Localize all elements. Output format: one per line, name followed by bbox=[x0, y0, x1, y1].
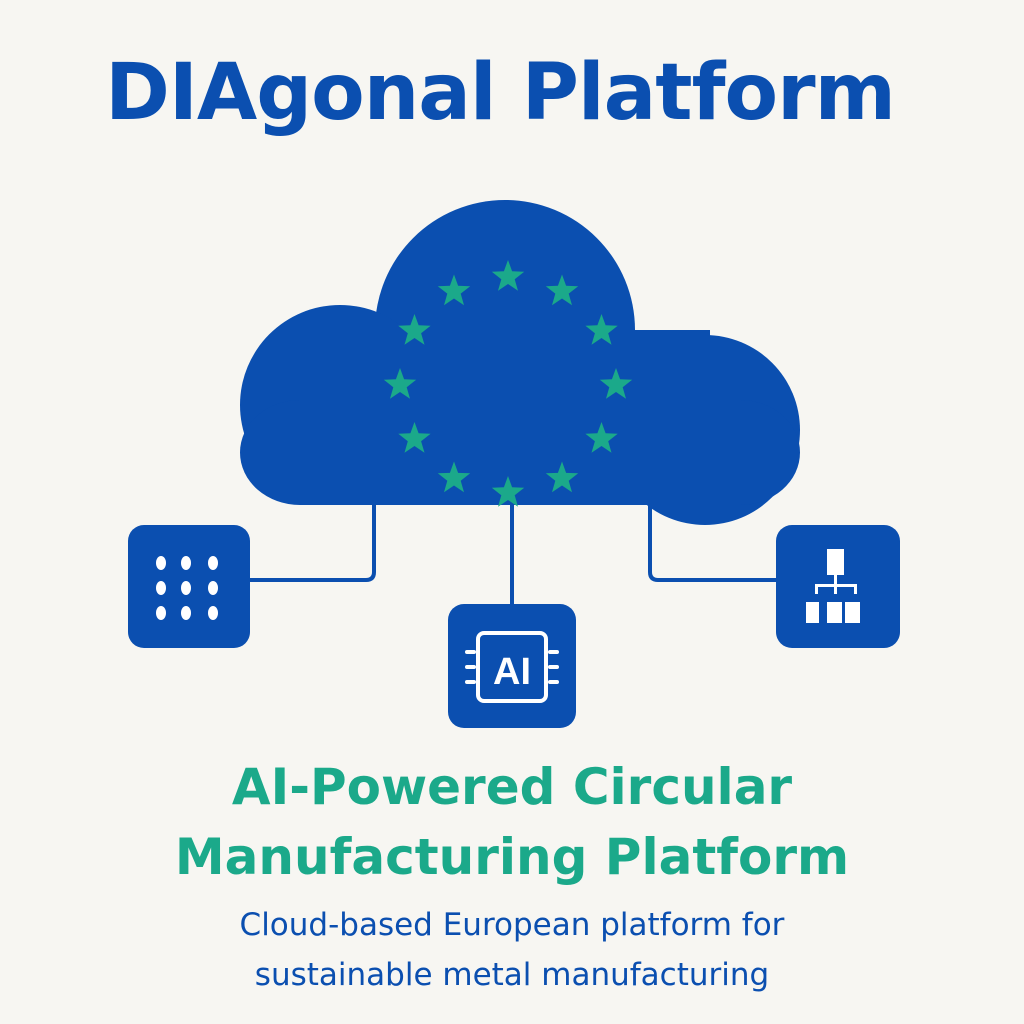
ai-chip-icon: AI bbox=[465, 631, 559, 703]
ai-chip-tile[interactable]: AI bbox=[448, 604, 576, 728]
star-icon bbox=[585, 314, 618, 345]
star-icon bbox=[491, 260, 525, 291]
star-icon bbox=[491, 476, 525, 507]
star-icon bbox=[398, 422, 431, 453]
hierarchy-tile[interactable] bbox=[776, 525, 900, 648]
connector-right bbox=[648, 500, 778, 582]
star-icon bbox=[599, 368, 633, 399]
star-icon bbox=[545, 461, 579, 493]
star-icon bbox=[437, 461, 471, 493]
star-icon bbox=[545, 274, 579, 306]
dot-grid-tile[interactable] bbox=[128, 525, 250, 648]
star-icon bbox=[383, 368, 417, 399]
cloud-icon bbox=[240, 200, 800, 525]
dot-grid-icon bbox=[156, 556, 218, 620]
subtitle: AI-Powered Circular Manufacturing Platfo… bbox=[0, 752, 1024, 892]
star-icon bbox=[398, 314, 431, 345]
description-line-1: Cloud-based European platform for bbox=[239, 907, 785, 943]
hierarchy-icon bbox=[806, 549, 860, 623]
star-icon bbox=[437, 274, 471, 306]
chip-label: AI bbox=[493, 651, 531, 693]
connector-lines bbox=[250, 500, 778, 606]
eu-stars-ring bbox=[383, 260, 633, 507]
description: Cloud-based European platform for sustai… bbox=[0, 900, 1024, 1000]
connector-left bbox=[250, 500, 376, 582]
subtitle-line-1: AI-Powered Circular bbox=[231, 758, 793, 816]
star-icon bbox=[585, 422, 618, 453]
page-title: DIAgonal Platform bbox=[105, 48, 896, 138]
subtitle-line-2: Manufacturing Platform bbox=[174, 828, 850, 886]
description-line-2: sustainable metal manufacturing bbox=[254, 957, 770, 993]
